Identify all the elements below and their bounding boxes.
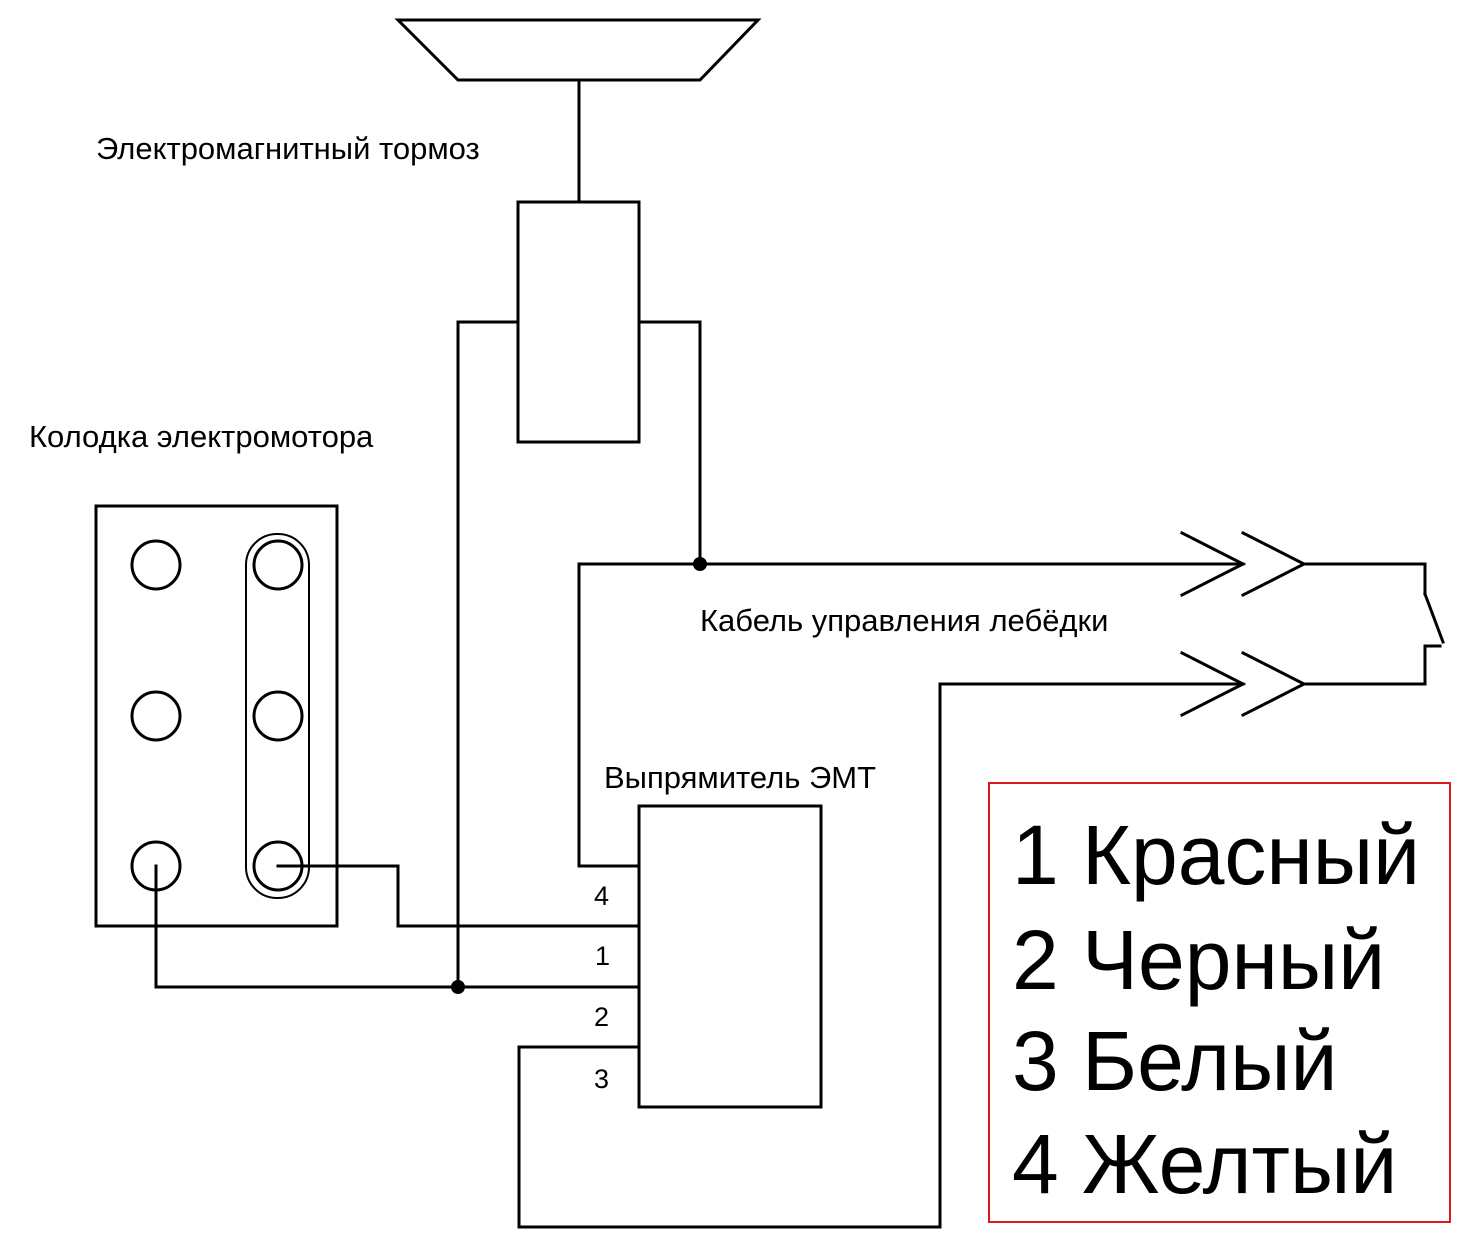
brake-right-wire [637, 320, 702, 566]
rectifier-label: Выпрямитель ЭМТ [604, 760, 877, 795]
switch-bottom-wire [1302, 644, 1442, 686]
connector-bottom-chevron-2 [1240, 650, 1308, 718]
legend-item-1: 1 Красный [1012, 808, 1421, 902]
pin-label-4: 4 [594, 881, 610, 911]
motor-terminal-block [94, 504, 339, 928]
rectifier-box [637, 804, 823, 1109]
pin-label-2: 2 [594, 1002, 610, 1032]
terminal-left-middle [130, 690, 182, 742]
terminal-left-top [130, 539, 182, 591]
legend-item-4: 4 Желтый [1012, 1117, 1398, 1211]
terminal-right-bottom [252, 840, 304, 892]
control-cable-bottom-wire [517, 682, 1245, 1229]
brake-left-wire [456, 320, 520, 989]
terminal-right-middle [252, 690, 304, 742]
control-cable-label: Кабель управления лебёдки [700, 603, 1109, 638]
switch-top-wire [1302, 562, 1427, 596]
terminal-jumper-bar [245, 533, 310, 899]
legend-item-2: 2 Черный [1012, 913, 1386, 1007]
terminal-right-top [252, 539, 304, 591]
rectifier-pin-1-wire [154, 864, 641, 989]
motor-block-label: Колодка электромотора [29, 419, 374, 454]
color-legend-box [988, 782, 1451, 1223]
brake-disc [394, 18, 762, 82]
brake-label: Электромагнитный тормоз [96, 131, 480, 166]
pin-label-3: 3 [594, 1064, 610, 1094]
control-cable-top-wire [577, 562, 1245, 868]
pin-label-1: 1 [595, 941, 611, 971]
terminal-left-bottom [130, 840, 182, 892]
brake-coil [516, 200, 641, 444]
switch-blade [1423, 592, 1445, 644]
junction-dot-bottom [451, 980, 465, 994]
connector-top-chevron-2 [1240, 530, 1308, 598]
legend-item-3: 3 Белый [1012, 1014, 1338, 1108]
connector-top-chevron-1 [1179, 530, 1247, 598]
junction-dot-top [693, 557, 707, 571]
